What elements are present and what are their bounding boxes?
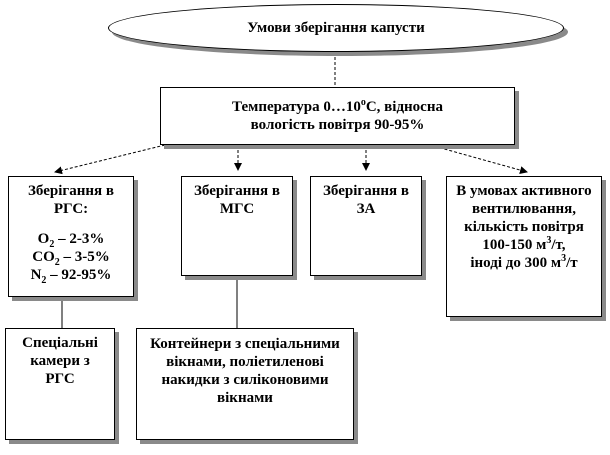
rgs-chambers-box: Спеціальні камери з РГС xyxy=(5,328,115,440)
mgs-containers-label: Контейнери з спеціальними вікнами, поліе… xyxy=(150,336,340,406)
active-text-bottom: іноді до 300 м3/т xyxy=(470,253,578,272)
rgs-storage-box: Зберігання в РГС: O2 – 2-3% CO2 – 3-5% N… xyxy=(8,176,134,297)
za-label: Зберігання в ЗА xyxy=(323,183,409,217)
active-ventilation-box: В умовах активного вентилювання, кількіс… xyxy=(446,176,602,317)
co2-formula: CO2 – 3-5% xyxy=(32,249,110,268)
za-storage-box: Зберігання в ЗА xyxy=(310,176,422,276)
conditions-box: Температура 0…10oС, відносна вологість п… xyxy=(160,87,515,145)
rgs-heading: Зберігання в РГС: xyxy=(28,183,114,217)
n2-formula: N2 – 92-95% xyxy=(30,267,112,286)
active-text-top: В умовах активного вентилювання, кількіс… xyxy=(456,183,592,253)
o2-formula: O2 – 2-3% xyxy=(37,231,105,250)
conditions-line-2: вологість повітря 90-95% xyxy=(250,117,425,133)
active-unit-1: м3/т, xyxy=(532,235,566,254)
conditions-line-1: Температура 0…10oС, відносна xyxy=(232,97,443,116)
title-ellipse: Умови зберігання капусти xyxy=(108,4,564,52)
mgs-storage-box: Зберігання в МГС xyxy=(181,176,293,276)
rgs-chambers-label: Спеціальні камери з РГС xyxy=(22,335,98,387)
mgs-containers-box: Контейнери з спеціальними вікнами, поліе… xyxy=(136,328,354,440)
title-text: Умови зберігання капусти xyxy=(247,20,425,36)
arrow-to-rgs xyxy=(54,144,166,175)
mgs-label: Зберігання в МГС xyxy=(194,183,280,217)
arrow-to-active xyxy=(429,144,528,174)
